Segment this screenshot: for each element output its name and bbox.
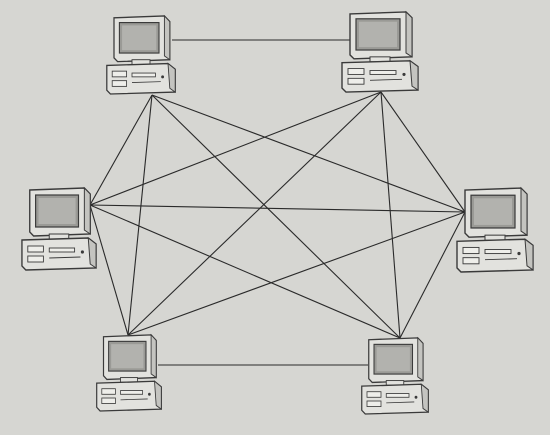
link-pc-top-right-to-pc-middle-right [380,91,466,213]
pc-top-left-desktop-computer-icon [106,14,176,95]
pc-middle-right-desktop-computer-icon [456,186,534,273]
link-pc-top-left-to-pc-middle-right [151,94,466,213]
link-pc-middle-right-to-pc-bottom-left [127,211,466,336]
link-pc-middle-left-to-pc-bottom-right [89,204,401,339]
link-pc-top-left-to-pc-bottom-left [127,94,153,336]
pc-top-right-desktop-computer-icon [341,10,419,93]
link-pc-top-left-to-pc-middle-left [89,94,153,206]
pc-middle-left-desktop-computer-icon [21,186,97,271]
pc-bottom-left-desktop-computer-icon [96,333,162,412]
link-pc-middle-left-to-pc-bottom-left [89,204,129,336]
link-pc-middle-left-to-pc-middle-right [89,204,466,213]
link-pc-top-right-to-pc-middle-left [89,91,382,206]
link-pc-top-right-to-pc-bottom-right [380,91,401,339]
link-pc-top-right-to-pc-bottom-left [127,91,382,336]
computer-nodes [21,10,534,415]
link-pc-middle-right-to-pc-bottom-right [399,211,466,339]
link-pc-top-left-to-pc-bottom-right [151,94,401,339]
pc-bottom-right-desktop-computer-icon [361,336,429,415]
connection-links [89,39,466,366]
